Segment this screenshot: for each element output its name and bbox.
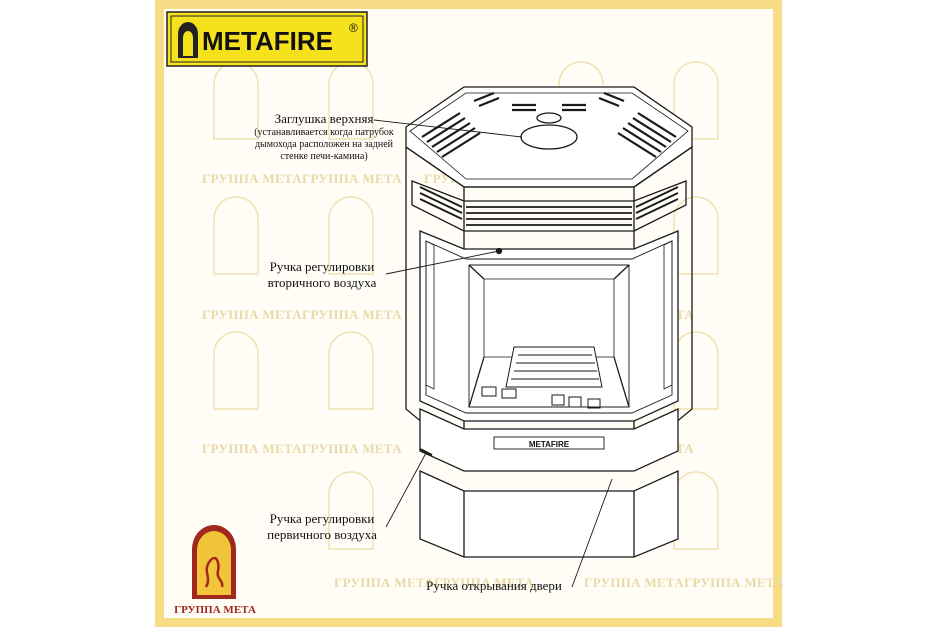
registered-mark: ® [349, 21, 358, 35]
watermark-text: ГРУППА МЕТАГРУППА МЕТА [202, 441, 402, 456]
stove-diagram: METAFIRE ® [166, 11, 719, 599]
watermark-text: ГРУППА МЕТАГРУППА МЕТА [202, 171, 402, 186]
label-top-plug-note-1: (устанавливается когда патрубок [254, 127, 394, 138]
device-badge: METAFIRE [529, 440, 570, 449]
label-secondary-air-2: вторичного воздуха [267, 275, 377, 290]
metafire-logo: METAFIRE ® [166, 11, 368, 67]
watermark-text: ГРУППА МЕТАГРУППА МЕТА [202, 307, 402, 322]
diagram-frame: ГРУППА МЕТАГРУППА МЕТА ГРУППА МЕТАГРУППА… [155, 0, 784, 627]
group-meta-logo [192, 525, 236, 599]
label-primary-air-1: Ручка регулировки [269, 511, 375, 526]
label-top-plug-title: Заглушка верхняя [274, 111, 374, 126]
label-primary-air-2: первичного воздуха [267, 527, 377, 542]
leader-lines [373, 119, 613, 588]
grate [505, 346, 603, 388]
group-meta-caption: ГРУППА МЕТА [174, 604, 256, 616]
ash-pan-handle [493, 436, 605, 450]
watermark-text: ГРУППА МЕТАГРУППА МЕТА [334, 575, 534, 590]
watermark-text: ГРУППА МЕТАГРУППА МЕТА [584, 575, 784, 590]
label-top-plug-note-3: стенке печи-камина) [280, 151, 368, 162]
label-door-handle: Ручка открывания двери [426, 578, 562, 593]
stove-outline: METAFIRE [405, 86, 693, 558]
primary-air-handle [419, 448, 433, 456]
logo-text: METAFIRE [202, 26, 333, 56]
label-top-plug-note-2: дымохода расположен на задней [254, 139, 394, 150]
label-secondary-air-1: Ручка регулировки [269, 259, 375, 274]
